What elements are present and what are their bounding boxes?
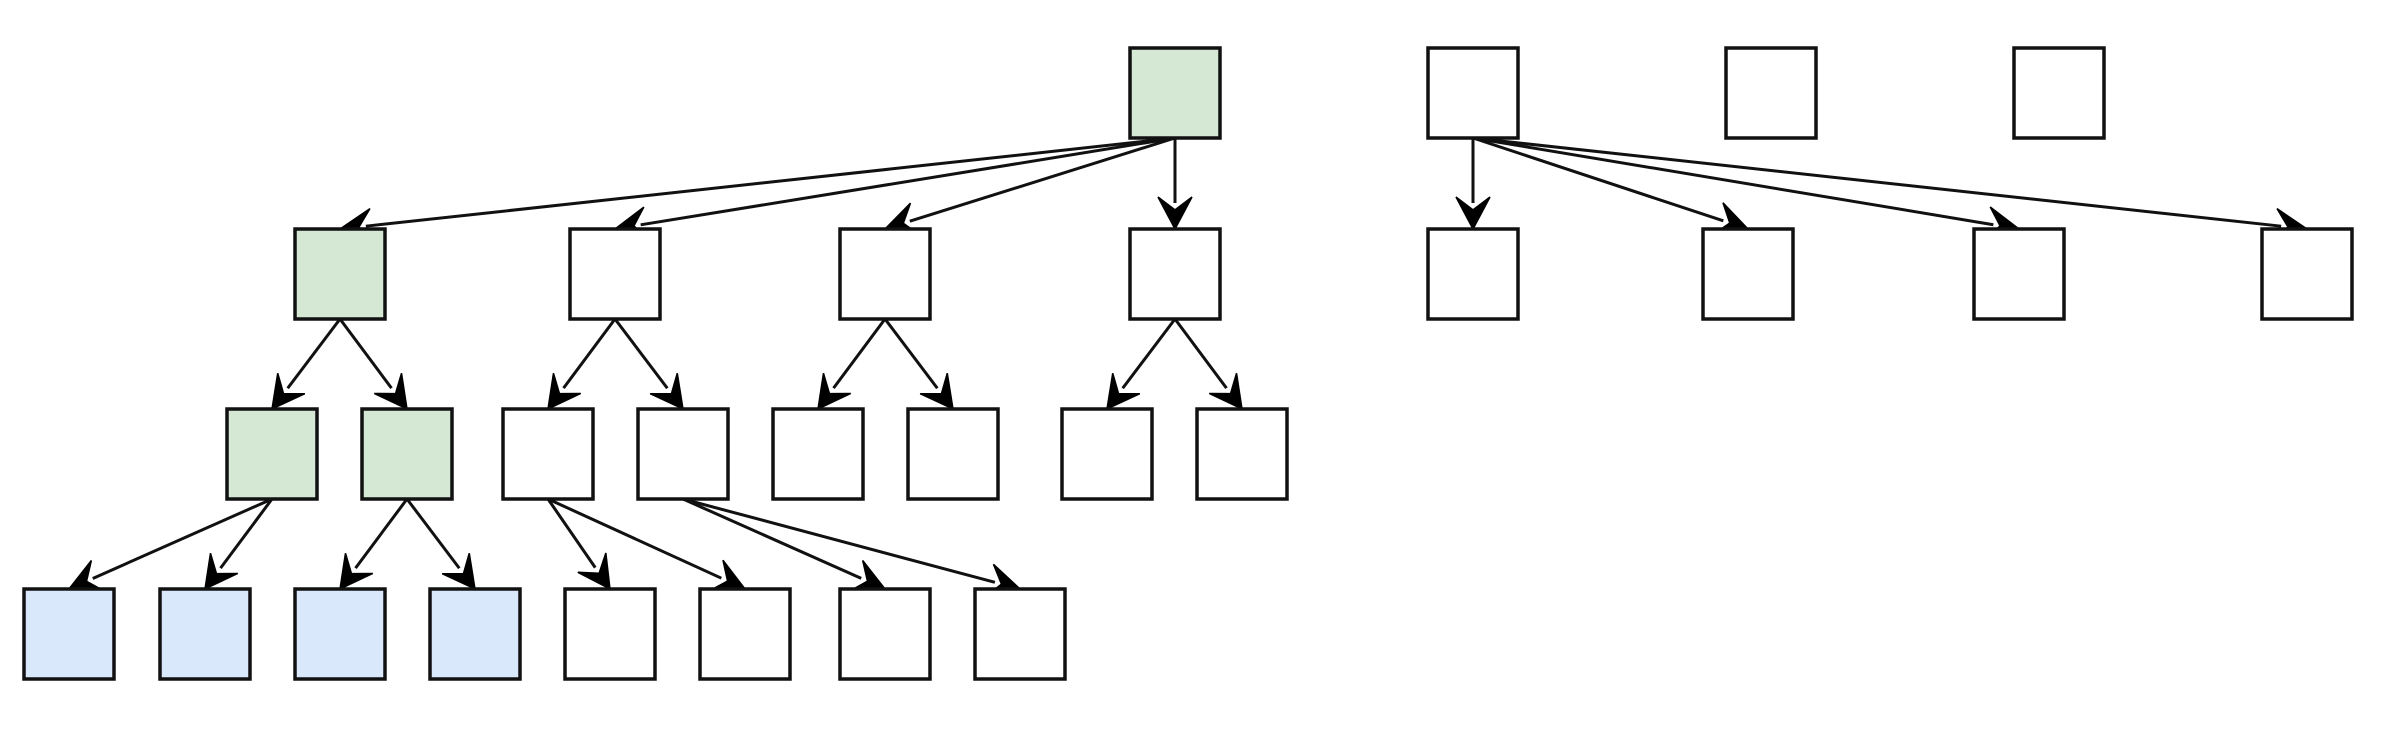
- arrowhead-l1-2-to-l2-5: [919, 373, 954, 411]
- arrowhead-l2-1-to-l3-2: [339, 552, 374, 591]
- arrowhead-l1-0-to-l2-1: [373, 372, 408, 411]
- node-l1-2: [838, 227, 932, 321]
- node-l1-3: [1128, 227, 1222, 321]
- nodes-layer: [22, 46, 2354, 681]
- edge-l1-3-to-l2-6: [1121, 318, 1177, 390]
- edge-top-0-to-l1-1: [640, 136, 1176, 227]
- node-l1-7: [2260, 227, 2354, 321]
- arrowhead-l1-3-to-l2-7: [1208, 372, 1243, 411]
- node-l3-7: [973, 587, 1067, 681]
- node-l3-0: [22, 587, 116, 681]
- node-l1-4: [1426, 227, 1520, 321]
- arrowhead-l1-1-to-l2-2: [547, 372, 582, 411]
- edge-l2-2-to-l3-5: [547, 497, 722, 580]
- node-l2-7: [1195, 407, 1289, 501]
- node-l3-5: [698, 587, 792, 681]
- edge-top-1-to-l1-5: [1472, 136, 1724, 223]
- arrowhead-l1-1-to-l2-3: [649, 373, 684, 411]
- node-l2-2: [501, 407, 595, 501]
- node-l1-6: [1972, 227, 2066, 321]
- node-top-1: [1426, 46, 1520, 140]
- edge-l2-3-to-l3-7: [682, 497, 996, 584]
- node-l2-5: [906, 407, 1000, 501]
- node-l3-6: [838, 587, 932, 681]
- node-l2-0: [225, 407, 319, 501]
- node-l2-6: [1060, 407, 1154, 501]
- node-l1-0: [293, 227, 387, 321]
- arrowhead-l1-3-to-l2-6: [1106, 373, 1141, 411]
- arrowhead-l2-2-to-l3-4: [577, 552, 611, 591]
- arrowhead-l2-1-to-l3-3: [441, 553, 476, 591]
- edge-l1-0-to-l2-1: [338, 318, 393, 390]
- edge-l2-2-to-l3-4: [546, 498, 597, 569]
- node-l3-4: [563, 587, 657, 681]
- node-l2-4: [771, 407, 865, 501]
- node-top-0: [1128, 46, 1222, 140]
- arrowhead-top-1-to-l1-4: [1455, 196, 1491, 231]
- edge-l2-0-to-l3-0: [92, 497, 273, 580]
- node-l2-1: [360, 407, 454, 501]
- edge-top-0-to-l1-0: [365, 136, 1176, 228]
- arrowhead-l1-0-to-l2-0: [271, 373, 306, 411]
- edge-l1-1-to-l2-3: [613, 318, 669, 390]
- edge-top-1-to-l1-7: [1472, 136, 2282, 228]
- edge-top-1-to-l1-6: [1472, 136, 1994, 227]
- arrowhead-top-0-to-l1-3: [1157, 196, 1193, 231]
- edge-top-0-to-l1-2: [909, 136, 1176, 223]
- node-top-2: [1724, 46, 1818, 140]
- edge-l1-0-to-l2-0: [286, 318, 342, 390]
- edge-l2-3-to-l3-6: [682, 497, 862, 580]
- node-l3-2: [293, 587, 387, 681]
- edge-l2-1-to-l3-3: [405, 498, 461, 570]
- edge-l1-2-to-l2-4: [832, 318, 887, 390]
- edge-l1-2-to-l2-5: [883, 318, 939, 390]
- node-l3-3: [428, 587, 522, 681]
- arrowhead-l1-2-to-l2-4: [817, 372, 852, 411]
- edges-layer: [67, 136, 2309, 598]
- node-l1-5: [1701, 227, 1795, 321]
- edge-l2-0-to-l3-1: [219, 498, 274, 570]
- node-l1-1: [568, 227, 662, 321]
- edge-l2-1-to-l3-2: [354, 498, 409, 570]
- node-l3-1: [158, 587, 252, 681]
- node-top-3: [2012, 46, 2106, 140]
- node-l2-3: [636, 407, 730, 501]
- arrowhead-l2-0-to-l3-1: [204, 552, 239, 591]
- edge-l1-3-to-l2-7: [1173, 318, 1228, 390]
- edge-l1-1-to-l2-2: [562, 318, 617, 390]
